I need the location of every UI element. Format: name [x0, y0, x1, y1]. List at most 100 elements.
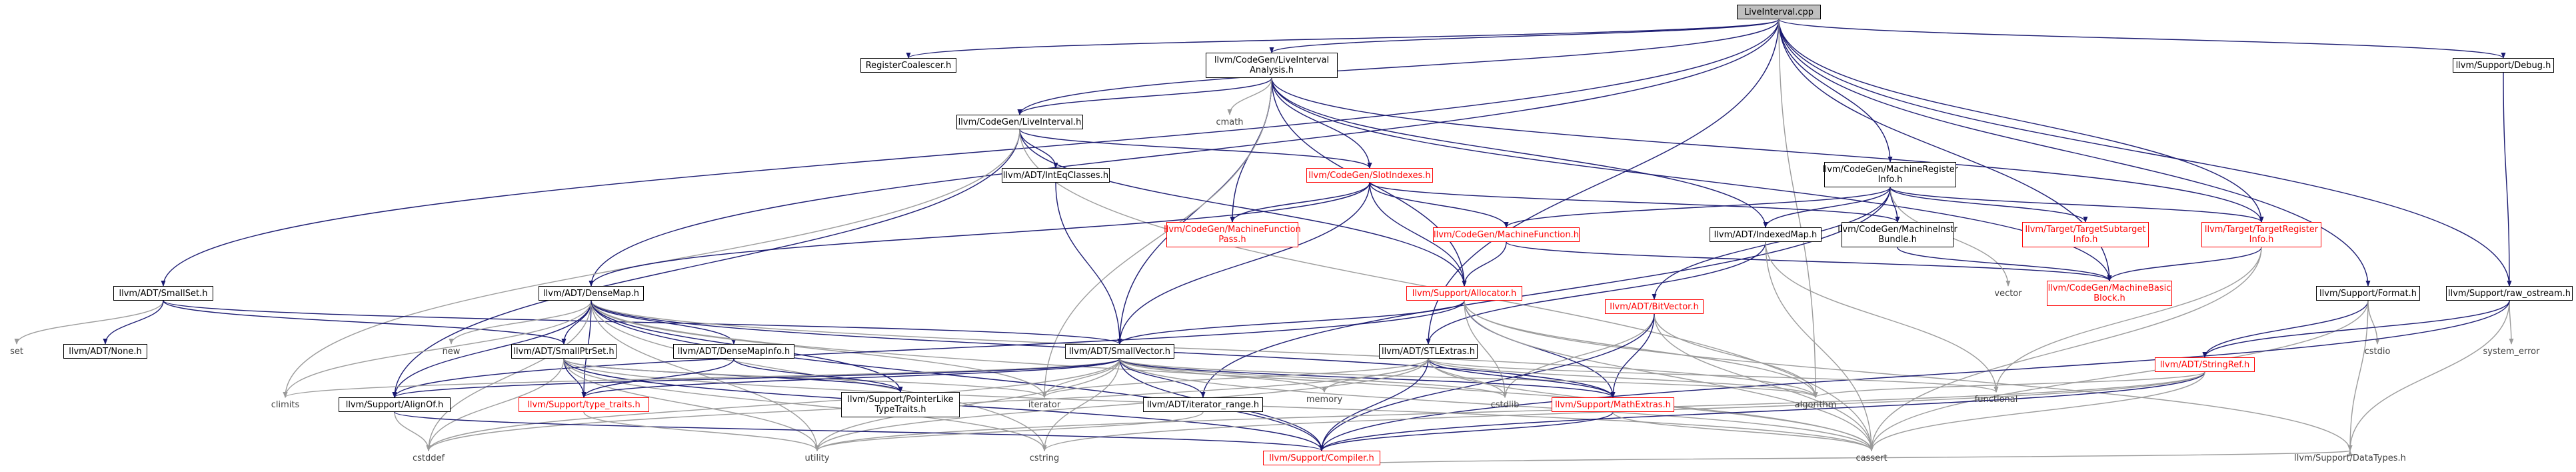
- node-compiler-h[interactable]: llvm/Support/Compiler.h: [1263, 451, 1380, 465]
- edge-codegen-liveinterval-h-to-alignof-h: [392, 129, 1020, 398]
- node-machinebasicblock-h[interactable]: llvm/CodeGen/MachineBasic Block.h: [2047, 281, 2172, 306]
- edge-slotindexes-h-to-machinefunctionpass-h: [1230, 182, 1370, 223]
- node-datatypes-h[interactable]: llvm/Support/DataTypes.h: [2294, 453, 2406, 463]
- edge-slotindexes-h-to-allocator-h: [1369, 182, 1467, 287]
- edge-smallptrset-h-to-cstddef: [426, 358, 565, 451]
- edge-smallset-h-to-smallptrset-h: [163, 300, 567, 345]
- node-support-debug-h[interactable]: llvm/Support/Debug.h: [2453, 58, 2554, 73]
- node-liveinterval-analysis-h[interactable]: llvm/CodeGen/LiveInterval Analysis.h: [1206, 53, 1338, 78]
- edge-liveinterval-cpp-to-machineregisterinfo-h: [1778, 19, 1893, 163]
- node-algorithm[interactable]: algorithm: [1794, 399, 1837, 410]
- node-cassert[interactable]: cassert: [1856, 453, 1888, 463]
- edge-raw-ostream-h-to-datatypes-h: [2347, 300, 2510, 451]
- node-memory[interactable]: memory: [1306, 394, 1343, 405]
- node-targetsubtargetinfo-h[interactable]: llvm/Target/TargetSubtarget Info.h: [2022, 222, 2149, 247]
- edge-type-traits-h-to-utility: [583, 411, 820, 451]
- edge-liveinterval-cpp-to-liveinterval-analysis-h: [1269, 19, 1780, 53]
- edge-format-h-to-cstdio: [2367, 300, 2380, 345]
- node-type-traits-h[interactable]: llvm/Support/type_traits.h: [519, 397, 649, 412]
- edge-stringref-h-to-algorithm: [1813, 371, 2205, 398]
- edge-stringref-h-to-cassert: [1869, 371, 2205, 451]
- node-cstdio[interactable]: cstdio: [2364, 346, 2391, 357]
- node-vector[interactable]: vector: [1994, 288, 2022, 299]
- edge-liveinterval-analysis-h-to-targetregisterinfo-h: [1271, 77, 2264, 223]
- node-system-error[interactable]: system_error: [2483, 346, 2540, 357]
- edge-raw-ostream-h-to-system-error: [2509, 300, 2514, 345]
- node-new[interactable]: new: [442, 346, 461, 357]
- edge-machinefunction-h-to-allocator-h: [1462, 241, 1507, 287]
- node-indexedmap-h[interactable]: llvm/ADT/IndexedMap.h: [1710, 227, 1822, 242]
- edge-allocator-h-to-alignof-h: [392, 300, 1465, 398]
- node-stlextras-h[interactable]: llvm/ADT/STLExtras.h: [1379, 344, 1478, 359]
- edge-iterator-range-h-to-utility: [814, 411, 1204, 451]
- node-smallvector-h[interactable]: llvm/ADT/SmallVector.h: [1065, 344, 1174, 359]
- edge-stringref-h-to-utility: [814, 371, 2205, 451]
- node-climits[interactable]: climits: [271, 399, 300, 410]
- node-targetregisterinfo-h[interactable]: llvm/Target/TargetRegister Info.h: [2201, 222, 2321, 247]
- edge-liveinterval-cpp-to-codegen-liveinterval-h: [1017, 19, 1780, 115]
- node-iterator[interactable]: iterator: [1028, 399, 1061, 410]
- node-inteqclasses-h[interactable]: llvm/ADT/IntEqClasses.h: [1002, 168, 1110, 183]
- edge-allocator-h-to-cassert: [1464, 300, 1874, 451]
- node-codegen-liveinterval-h[interactable]: llvm/CodeGen/LiveInterval.h: [956, 115, 1083, 129]
- node-stringref-h[interactable]: llvm/ADT/StringRef.h: [2155, 357, 2255, 372]
- edge-stlextras-h-to-iterator: [1042, 358, 1429, 398]
- edge-machineinstrbundle-h-to-machinebasicblock-h: [1897, 247, 2112, 281]
- edge-densemapinfo-h-to-type-traits-h: [581, 358, 734, 398]
- edge-smallptrset-h-to-utility: [563, 358, 820, 451]
- edge-mathextras-h-to-cassert: [1612, 411, 1874, 451]
- edge-stlextras-h-to-mathextras-h: [1428, 358, 1616, 398]
- edge-machineregisterinfo-h-to-targetsubtargetinfo-h: [1890, 187, 2088, 223]
- edge-alignof-h-to-cstddef: [394, 411, 431, 451]
- edge-indexedmap-h-to-functional: [1765, 241, 1999, 393]
- node-smallset-h[interactable]: llvm/ADT/SmallSet.h: [113, 286, 213, 301]
- node-allocator-h[interactable]: llvm/Support/Allocator.h: [1406, 286, 1522, 301]
- edge-stlextras-h-to-compiler-h: [1319, 358, 1429, 451]
- node-utility[interactable]: utility: [804, 453, 830, 463]
- node-liveinterval-cpp[interactable]: LiveInterval.cpp: [1737, 5, 1821, 19]
- edge-densemap-h-to-climits: [283, 300, 592, 398]
- node-machineinstrbundle-h[interactable]: llvm/CodeGen/MachineInstr Bundle.h: [1838, 222, 1957, 247]
- node-format-h[interactable]: llvm/Support/Format.h: [2316, 286, 2420, 301]
- node-iterator-range-h[interactable]: llvm/ADT/iterator_range.h: [1143, 397, 1263, 412]
- edge-liveinterval-cpp-to-stlextras-h: [1426, 19, 1780, 345]
- node-densemapinfo-h[interactable]: llvm/ADT/DenseMapInfo.h: [673, 344, 794, 359]
- node-cstdlib[interactable]: cstdlib: [1490, 399, 1520, 410]
- edge-liveinterval-analysis-h-to-smallvector-h: [1117, 77, 1272, 345]
- edge-smallvector-h-to-cassert: [1119, 358, 1874, 451]
- node-raw-ostream-h[interactable]: llvm/Support/raw_ostream.h: [2446, 286, 2573, 301]
- edge-liveinterval-cpp-to-targetregisterinfo-h: [1778, 19, 2264, 223]
- edge-densemap-h-to-algorithm: [591, 300, 1818, 398]
- edge-smallvector-h-to-utility: [814, 358, 1120, 451]
- node-machinefunctionpass-h[interactable]: llvm/CodeGen/MachineFunction Pass.h: [1164, 222, 1301, 247]
- node-cstring[interactable]: cstring: [1029, 453, 1060, 463]
- edge-codegen-liveinterval-h-to-slotindexes-h: [1019, 129, 1372, 169]
- node-pointerliketypetraits-h[interactable]: llvm/Support/PointerLike TypeTraits.h: [841, 392, 960, 417]
- node-cmath[interactable]: cmath: [1216, 117, 1244, 127]
- edge-densemap-h-to-densemapinfo-h: [591, 300, 736, 345]
- dependency-edges: [14, 19, 2514, 466]
- node-set[interactable]: set: [10, 346, 23, 357]
- edge-machineregisterinfo-h-to-targetregisterinfo-h: [1890, 187, 2264, 223]
- edge-mathextras-h-to-compiler-h: [1319, 411, 1614, 451]
- node-functional[interactable]: functional: [1974, 394, 2018, 405]
- edge-liveinterval-cpp-to-smallset-h: [161, 19, 1780, 287]
- edge-bitvector-h-to-mathextras-h: [1610, 313, 1655, 398]
- edge-format-h-to-datatypes-h: [2347, 300, 2369, 451]
- node-machinefunction-h[interactable]: llvm/CodeGen/MachineFunction.h: [1433, 227, 1580, 242]
- node-none-h[interactable]: llvm/ADT/None.h: [63, 344, 147, 359]
- node-machineregisterinfo-h[interactable]: llvm/CodeGen/MachineRegister Info.h: [1822, 162, 1958, 187]
- node-densemap-h[interactable]: llvm/ADT/DenseMap.h: [539, 286, 644, 301]
- edge-slotindexes-h-to-densemap-h: [589, 182, 1370, 287]
- node-smallptrset-h[interactable]: llvm/ADT/SmallPtrSet.h: [511, 344, 617, 359]
- node-registercoalescer-h[interactable]: RegisterCoalescer.h: [860, 58, 956, 73]
- edge-slotindexes-h-to-smallvector-h: [1117, 182, 1370, 345]
- edge-stringref-h-to-compiler-h: [1319, 371, 2205, 451]
- node-cstddef[interactable]: cstddef: [412, 453, 445, 463]
- node-mathextras-h[interactable]: llvm/Support/MathExtras.h: [1552, 397, 1674, 412]
- node-alignof-h[interactable]: llvm/Support/AlignOf.h: [339, 397, 451, 412]
- edge-liveinterval-analysis-h-to-iterator: [1042, 77, 1272, 398]
- node-bitvector-h[interactable]: llvm/ADT/BitVector.h: [1605, 299, 1704, 314]
- node-slotindexes-h[interactable]: llvm/CodeGen/SlotIndexes.h: [1306, 168, 1433, 183]
- edge-densemap-h-to-cstddef: [426, 300, 592, 451]
